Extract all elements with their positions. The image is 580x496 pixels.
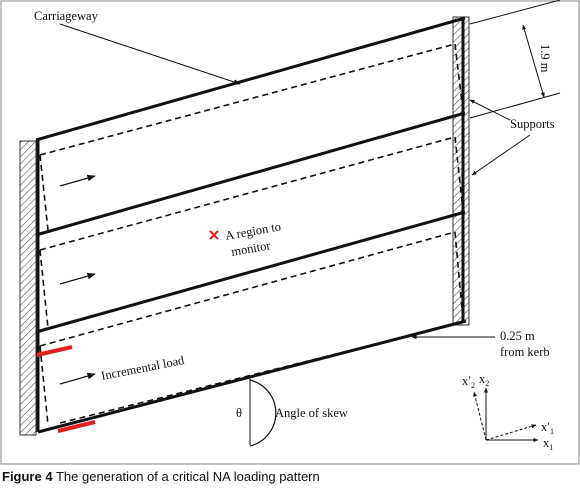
- coordinate-axes: [473, 387, 539, 442]
- figure-number: Figure 4: [2, 469, 53, 484]
- theta-label: θ: [236, 406, 242, 420]
- angle-of-skew-label: Angle of skew: [275, 406, 348, 420]
- carriageway-leader: [59, 23, 241, 85]
- supports-label: Supports: [510, 117, 555, 131]
- lane-2-dashed: [39, 136, 464, 329]
- region-label-line1: A region to: [224, 219, 282, 243]
- lane-width-label: 1.9 m: [538, 44, 552, 73]
- supports-leader-bottom: [471, 134, 531, 176]
- lane-arrow-2: [59, 272, 96, 285]
- region-label-line2: monitor: [230, 238, 272, 259]
- lane-dashed-lines: [39, 43, 464, 426]
- skew-angle-arc: [249, 379, 277, 447]
- kerb-label-line2: from kerb: [500, 345, 550, 359]
- right-support: [452, 16, 470, 326]
- x1-axis-label: x1: [543, 436, 553, 452]
- load-patch-upper: [36, 345, 73, 357]
- lane-1-dashed: [39, 43, 464, 231]
- figure-caption: Figure 4 The generation of a critical NA…: [2, 469, 578, 484]
- bottom-dashed: [59, 322, 461, 424]
- carriageway-label: Carriageway: [34, 9, 99, 23]
- lane-divider-2: [35, 210, 466, 334]
- lane-width-dimension: [469, 0, 561, 119]
- incremental-load-label: Incremental load: [100, 353, 186, 383]
- lane-3-dashed: [39, 231, 464, 426]
- x1-prime-axis: [485, 424, 537, 441]
- x1-prime-axis-label: x′1: [541, 420, 554, 436]
- caption-text: The generation of a critical NA loading …: [55, 469, 320, 484]
- x2-prime-axis: [473, 391, 487, 441]
- load-patch-lower: [57, 420, 96, 433]
- x2-axis-label: x2: [479, 372, 489, 388]
- lane-divider-1: [35, 111, 466, 237]
- figure-border: [0, 0, 580, 465]
- x2-prime-axis-label: x′2: [462, 374, 475, 390]
- lane-arrow-1: [59, 174, 96, 187]
- monitor-region-marker: [209, 230, 219, 240]
- left-support: [19, 140, 37, 436]
- supports-leader-top: [469, 99, 511, 121]
- deck-top-edge: [35, 16, 466, 142]
- lane-arrow-3: [59, 372, 96, 385]
- kerb-label-line1: 0.25 m: [500, 329, 535, 343]
